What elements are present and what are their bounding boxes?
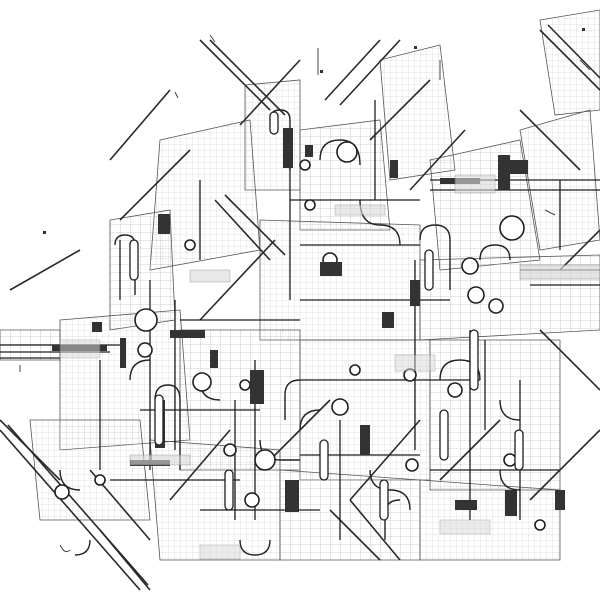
stray-dots bbox=[43, 28, 585, 234]
capsule-slots bbox=[129, 111, 524, 521]
diagonal-rails bbox=[0, 24, 600, 591]
stray-marks bbox=[19, 34, 591, 553]
grid-blocks bbox=[0, 9, 600, 561]
ring-nodes bbox=[54, 141, 546, 531]
shaded-panels bbox=[59, 174, 600, 560]
